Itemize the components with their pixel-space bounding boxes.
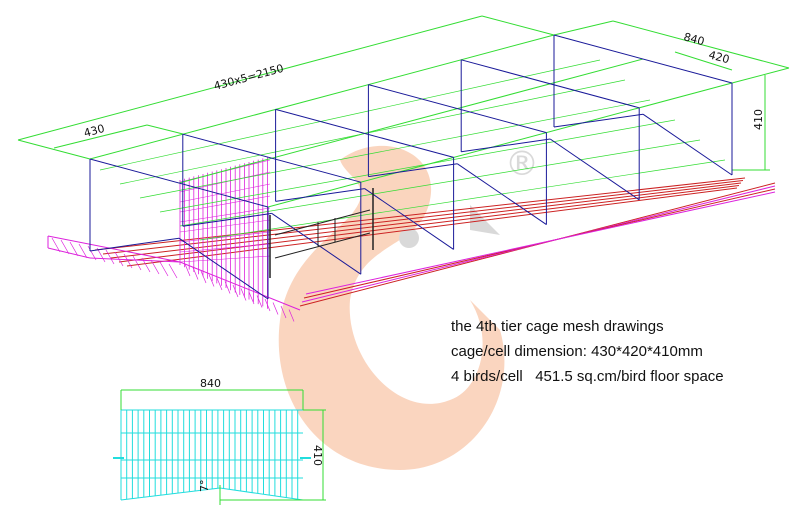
floor-wire [168, 263, 178, 279]
floor-wire [216, 277, 223, 291]
floor-wire [200, 270, 207, 284]
mesh-horizontal-wire [179, 231, 271, 243]
watermark-dot [399, 228, 419, 248]
floor-wire [288, 309, 295, 322]
watermark-registered-mark: ® [505, 144, 539, 184]
partition-bottom [89, 237, 180, 252]
dim-line-depth [612, 20, 790, 69]
side-floor-right [219, 487, 304, 501]
partition-top [182, 133, 361, 183]
floor-green-line [119, 79, 626, 185]
dim-length-total: 430x5=2150 [212, 62, 285, 93]
caption-title: the 4th tier cage mesh drawings [451, 318, 664, 335]
dim-depth-total: 840 [682, 30, 706, 48]
partition-bottom [368, 163, 458, 178]
floor-wire [51, 237, 61, 253]
floor-rail [126, 187, 738, 267]
floor-green-line [179, 139, 701, 227]
dim-ext-left [17, 139, 91, 160]
floor-wire [123, 253, 133, 269]
mesh-horizontal-wire [179, 207, 271, 223]
partition-top [89, 158, 269, 208]
door-rail-bottom [274, 232, 371, 259]
partition-top [275, 108, 454, 158]
floor-wire [132, 255, 142, 271]
dim-line-cell [53, 124, 148, 149]
partition-bottom [461, 138, 551, 153]
floor-wire [248, 291, 255, 305]
mesh-horizontal-wire [179, 195, 271, 213]
mesh-horizontal-wire [179, 243, 271, 253]
top-front-edge [267, 82, 733, 208]
partition-top [553, 34, 733, 84]
partition-diagonal [642, 113, 733, 176]
floor-wire [69, 241, 79, 257]
floor-left-bottom [47, 247, 91, 259]
floor-wire [159, 261, 169, 277]
watermark-swirl [278, 145, 505, 470]
dim-ext-right [481, 15, 555, 36]
floor-rail [102, 180, 744, 255]
floor-green-line [99, 59, 601, 171]
floor-wire [87, 245, 97, 261]
floor-wire [240, 288, 247, 301]
floor-wire [141, 257, 151, 273]
floor-wire [208, 274, 215, 287]
mesh-horizontal-wire [179, 219, 271, 233]
mesh-horizontal-wire [179, 255, 271, 263]
dim-depth-half: 420 [707, 48, 731, 66]
floor-wire [256, 295, 263, 308]
floor-wire [105, 249, 115, 265]
floor-left-edge [47, 235, 181, 263]
side-dim-height: 410 [311, 445, 324, 466]
floor-front-rail [305, 191, 776, 295]
mesh-horizontal-wire [179, 183, 271, 203]
partition-diagonal [457, 163, 547, 226]
floor-rail [118, 185, 740, 263]
side-dim-width: 840 [200, 377, 221, 390]
caption-dimension: cage/cell dimension: 430*420*410mm [451, 343, 703, 360]
dim-ext-cell [146, 124, 184, 135]
partition-bottom [553, 113, 644, 128]
floor-green-line [159, 119, 676, 213]
floor-wire [184, 263, 191, 277]
dim-ext-depth2 [731, 67, 790, 84]
floor-green-line [139, 99, 651, 199]
side-floor-left [120, 487, 221, 501]
partition-diagonal [271, 212, 362, 275]
partition-bottom [275, 188, 365, 202]
floor-wire [114, 251, 124, 267]
partition-top [461, 59, 640, 109]
partition-top [368, 84, 547, 134]
dim-ext-depth [553, 20, 614, 36]
partition-bottom [182, 212, 272, 227]
floor-wire [280, 305, 287, 319]
caption-floor-space: 4 birds/cell 451.5 sq.cm/bird floor spac… [451, 368, 724, 385]
door-rail-top [274, 209, 371, 236]
partition-diagonal [364, 188, 454, 250]
dim-height: 410 [752, 109, 765, 130]
partition-diagonal [178, 237, 269, 300]
floor-green-line [199, 159, 726, 241]
dim-line-depth-half [674, 51, 733, 71]
partition-diagonal [549, 138, 640, 201]
top-back-edge [89, 34, 555, 160]
floor-rail [110, 182, 742, 259]
floor-wire [96, 247, 106, 263]
top-mid-edge [178, 58, 644, 184]
floor-wire [78, 243, 88, 259]
dim-cell-width: 430 [82, 122, 106, 140]
floor-wire [60, 239, 70, 255]
side-dim-angle: 7° [198, 480, 211, 493]
floor-wire [272, 302, 279, 315]
floor-wire [150, 259, 160, 275]
dim-line-length [17, 15, 483, 141]
